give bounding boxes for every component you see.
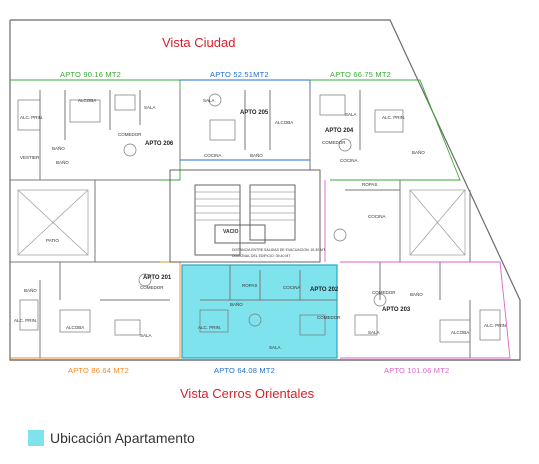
room-sala-205: SALA (203, 98, 215, 103)
room-alcprin-203: ALC. PRIN. (484, 323, 508, 328)
core-note-line2: DIAGONAL DEL EDIFICIO: 39.40 MT (232, 254, 291, 258)
floor-plan (9, 19, 521, 361)
room-sala-202: SALA (269, 345, 281, 350)
room-alcoba-206: ALCOBA (78, 98, 97, 103)
legend-label: Ubicación Apartamento (50, 430, 195, 446)
room-comedor-202: COMEDOR (317, 315, 341, 320)
room-bano-205: BAÑO (250, 153, 263, 158)
room-comedor-203: COMEDOR (372, 290, 396, 295)
apto-202-area: APTO 64.08 MT2 (214, 366, 276, 375)
legend: Ubicación Apartamento (28, 428, 195, 448)
furniture (17, 93, 501, 343)
room-cocina-203: COCINA (368, 214, 386, 219)
apto-201-unit: APTO 201 (143, 275, 172, 281)
room-cocina-204: COCINA (340, 158, 358, 163)
room-alcprin-206: ALC. PRIN. (20, 115, 44, 120)
room-bano-203: BAÑO (410, 292, 423, 297)
building-outline (9, 19, 521, 361)
room-comedor-204: COMEDOR (322, 140, 346, 145)
room-sala-204: SALA (345, 112, 357, 117)
room-patio-left: PATIO (46, 238, 59, 243)
room-bano-206: BAÑO (52, 146, 65, 151)
stairs (195, 191, 295, 221)
room-bano-206b: BAÑO (56, 160, 69, 165)
apto-206-area: APTO 90.16 MT2 (60, 70, 122, 79)
room-comedor-201: COMEDOR (140, 285, 164, 290)
room-cocina-202: COCINA (283, 285, 301, 290)
room-alcprin-201: ALC. PRIN. (14, 318, 38, 323)
core-note-line1: DISTANCIA ENTRE SALIDAS DE EVACUACION: 1… (232, 248, 326, 252)
room-ropas-204: ROPAS (362, 182, 378, 187)
room-vacio: VACIO (223, 229, 239, 235)
room-alcoba-205: ALCOBA (275, 120, 294, 125)
room-bano-202: BAÑO (230, 302, 243, 307)
room-comedor-206: COMEDOR (118, 132, 142, 137)
room-bano-204: BAÑO (412, 150, 425, 155)
room-sala-201: SALA (140, 333, 152, 338)
room-alcprin-204: ALC. PRIN. (382, 115, 406, 120)
apto-205-unit: APTO 205 (240, 110, 269, 116)
room-alcoba-203: ALCOBA (451, 330, 470, 335)
apto-205-area: APTO 52.51MT2 (210, 70, 269, 79)
room-ropas-202: ROPAS (242, 283, 258, 288)
room-cocina-205: COCINA (204, 153, 222, 158)
legend-swatch (28, 430, 44, 446)
room-bano-201: BAÑO (24, 288, 37, 293)
room-alcoba-201: ALCOBA (66, 325, 85, 330)
room-sala-203: SALA (368, 330, 380, 335)
room-vestier-206: VESTIER (20, 155, 40, 160)
apto-202-unit: APTO 202 (310, 287, 339, 293)
apto-203-unit: APTO 203 (382, 307, 411, 313)
apto-204-unit: APTO 204 (325, 128, 354, 134)
apto-206-unit: APTO 206 (145, 141, 174, 147)
interior-walls (10, 90, 471, 358)
room-sala-206: SALA (144, 105, 156, 110)
room-alcprin-202: ALC. PRIN. (198, 325, 222, 330)
view-bottom-label: Vista Cerros Orientales (180, 386, 315, 401)
courtyards (17, 189, 466, 256)
apto-203-area: APTO 101.06 MT2 (384, 366, 450, 375)
apto-201-area: APTO 86.64 MT2 (68, 366, 130, 375)
apto-204-area: APTO 66.75 MT2 (330, 70, 392, 79)
view-top-label: Vista Ciudad (162, 35, 236, 50)
